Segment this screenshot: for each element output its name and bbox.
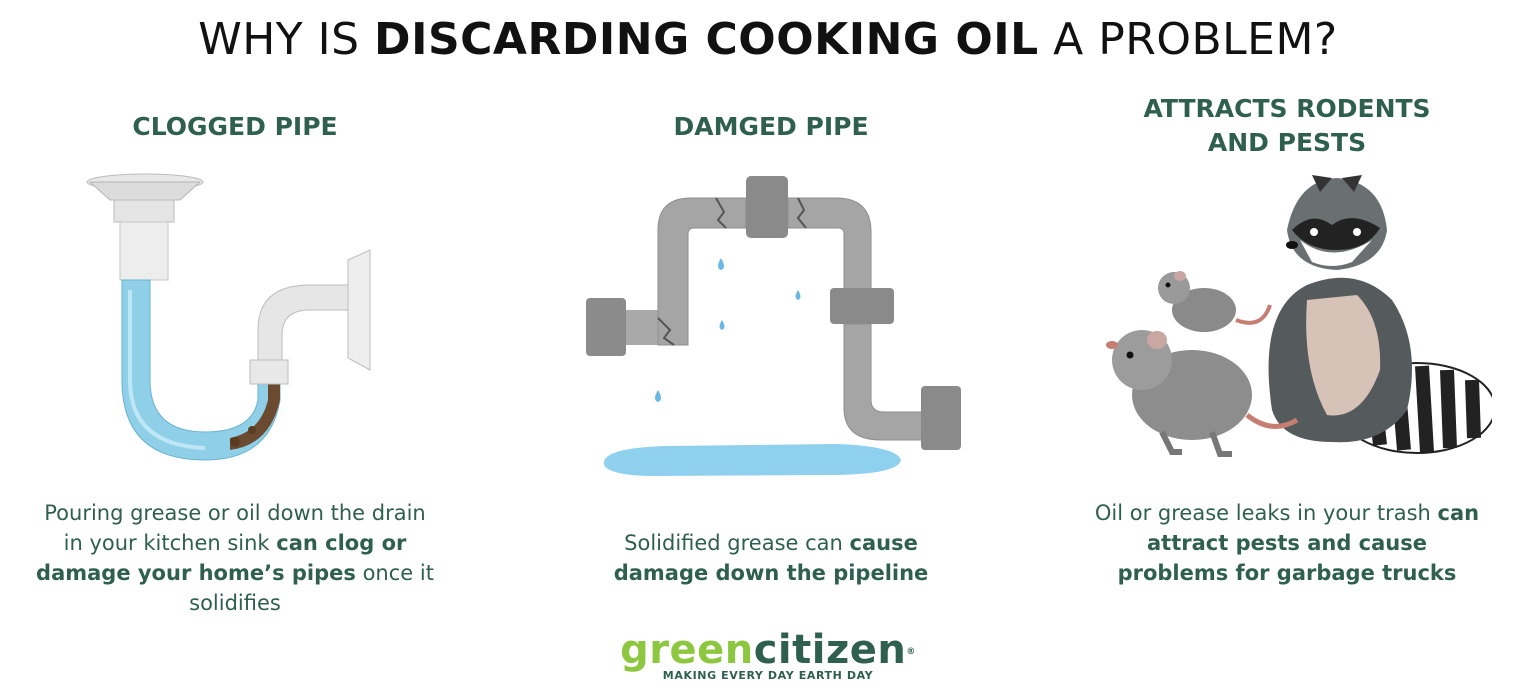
rodents-pests-heading: ATTRACTS RODENTS AND PESTS [1082,92,1492,160]
rodents-heading-line1: ATTRACTS RODENTS [1143,94,1431,123]
logo-wordmark: greencitizen® [620,627,916,673]
rodents-pests-description: Oil or grease leaks in your trash can at… [1094,501,1480,585]
damaged-pipe-heading: DAMGED PIPE [673,112,869,141]
column-clogged-pipe: CLOGGED PIPE Pouring grease or oil down … [30,0,440,691]
column-rodents-pests: ATTRACTS RODENTS AND PESTS Oil or grease … [1082,0,1492,691]
title-suffix: A PROBLEM? [1038,14,1338,65]
damaged-pipe-illustration [586,176,961,476]
page-title: WHY IS DISCARDING COOKING OIL A PROBLEM? [0,14,1536,65]
clogged-pipe-illustration [86,173,371,461]
damaged-pipe-description: Solidified grease can cause damage down … [613,531,929,585]
title-emphasis: DISCARDING COOKING OIL [374,14,1039,65]
title-prefix: WHY IS [198,14,375,65]
rodents-raccoon-illustration [1106,175,1492,457]
logo-tagline: MAKING EVERY DAY EARTH DAY [662,669,874,682]
clogged-pipe-heading: CLOGGED PIPE [132,112,338,141]
clogged-pipe-description: Pouring grease or oil down the drain in … [36,501,434,615]
column-damaged-pipe: DAMGED PIPE Solidified grease can cause … [566,0,976,691]
greencitizen-logo: greencitizen® MAKING EVERY DAY EARTH DAY [0,630,1536,682]
rodents-heading-line2: AND PESTS [1207,128,1367,157]
